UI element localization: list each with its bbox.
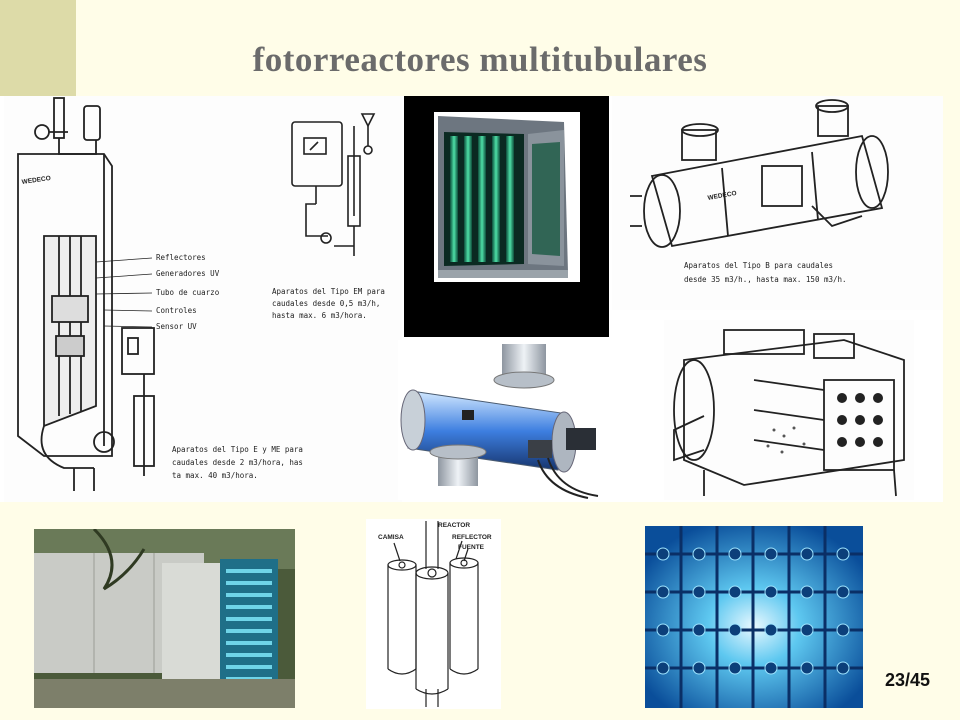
type-em-caption-line-2: caudales desde 0,5 m3/h, [272,299,380,308]
type-e-caption-line-1: Aparatos del Tipo E y ME para [172,445,303,454]
title-accent-bar [0,0,76,98]
label-controles: Controles [156,306,197,315]
inline-uv-reactor-render [398,340,608,500]
uv-cabinet-photo [404,96,609,337]
type-b-caption-line-1: Aparatos del Tipo B para caudales [684,261,833,270]
multilamp-cutaway-drawing [664,320,914,500]
label-reactor: REACTOR [438,522,470,529]
type-em-caption-line-1: Aparatos del Tipo EM para [272,287,385,296]
reactor-cross-section-drawing: REACTOR CAMISA REFLECTOR FUENTE [366,519,501,709]
label-fuente: FUENTE [458,544,485,551]
label-reflectores: Reflectores [156,253,206,262]
label-sensor-uv: Sensor UV [156,322,197,331]
uv-lamp-array-photo [645,526,863,708]
type-em-caption-line-3: hasta max. 6 m3/hora. [272,311,367,320]
label-camisa: CAMISA [378,534,404,541]
label-generadores-uv: Generadores UV [156,269,220,278]
type-b-reactor-drawing: WEDECO Aparatos del Tipo B para caudales… [612,96,943,310]
type-b-caption-line-2: desde 35 m3/h., hasta max. 150 m3/h. [684,275,847,284]
type-b-brand-label: WEDECO [707,190,737,202]
slide-title: fotorreactores multitubulares [252,40,708,79]
wedeco-brand-label: WEDECO [21,175,51,186]
type-e-caption-line-3: ta max. 40 m3/hora. [172,471,258,480]
label-reflector: REFLECTOR [452,534,492,541]
container-unit-photo [34,529,295,708]
page-number: 23/45 [884,670,930,690]
type-e-reactor-drawing: WEDECO Reflectores Generadores UV Tubo d… [4,96,402,502]
label-tubo-de-cuarzo: Tubo de cuarzo [156,288,220,297]
type-e-caption-line-2: caudales desde 2 m3/hora, has [172,458,303,467]
